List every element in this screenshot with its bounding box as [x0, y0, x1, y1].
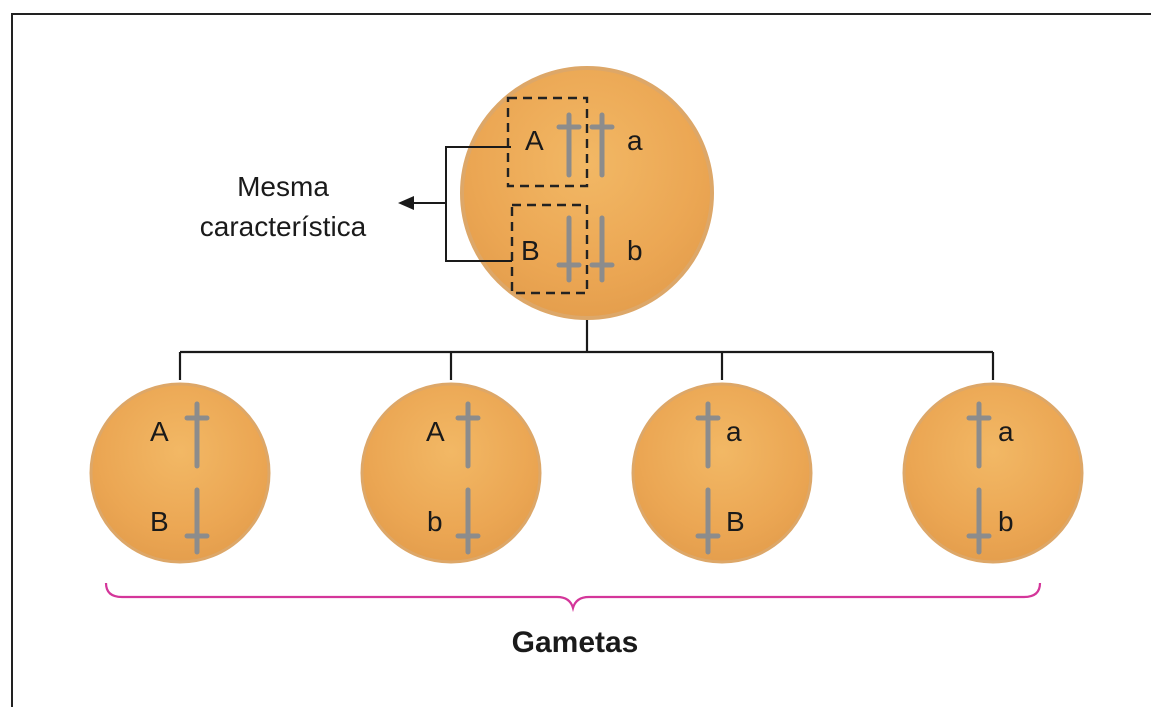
parent-cell: A a B b [460, 66, 714, 320]
gamete-cell-body [902, 382, 1084, 564]
gamete-bottom-allele: b [998, 506, 1014, 537]
gamete-cell-body [89, 382, 271, 564]
gamete-top-allele: A [150, 416, 169, 447]
annotation-line-1: Mesma [237, 171, 329, 202]
gamete-cell-body [631, 382, 813, 564]
arrow-head-icon [398, 196, 414, 210]
gametes-label: Gametas [512, 626, 639, 659]
dashed-box-top [506, 96, 589, 188]
gamete-bottom-allele: B [726, 506, 745, 537]
gamete-bottom-allele: b [427, 506, 443, 537]
gamete-top-allele: a [998, 416, 1014, 447]
parent-chromosomes [556, 112, 615, 283]
gamete-cell-body [360, 382, 542, 564]
frame-border [11, 13, 1151, 707]
dashed-box-bottom [510, 203, 589, 295]
annotation-bracket [410, 146, 512, 262]
gamete-cell-2: A b [360, 382, 542, 564]
allele-label-b: b [627, 235, 643, 266]
gamete-top-allele: A [426, 416, 445, 447]
gamete-cell-1: A B [89, 382, 271, 564]
gamete-bottom-allele: B [150, 506, 169, 537]
allele-label-B: B [521, 235, 540, 266]
division-tree [178, 316, 995, 380]
parent-cell-body [460, 66, 714, 320]
allele-label-A: A [525, 125, 544, 156]
gamete-top-allele: a [726, 416, 742, 447]
annotation-line-2: característica [200, 211, 367, 242]
gamete-cell-4: a b [902, 382, 1084, 564]
gametes-brace [104, 582, 1042, 613]
allele-label-a: a [627, 125, 643, 156]
gamete-cell-3: a B [631, 382, 813, 564]
